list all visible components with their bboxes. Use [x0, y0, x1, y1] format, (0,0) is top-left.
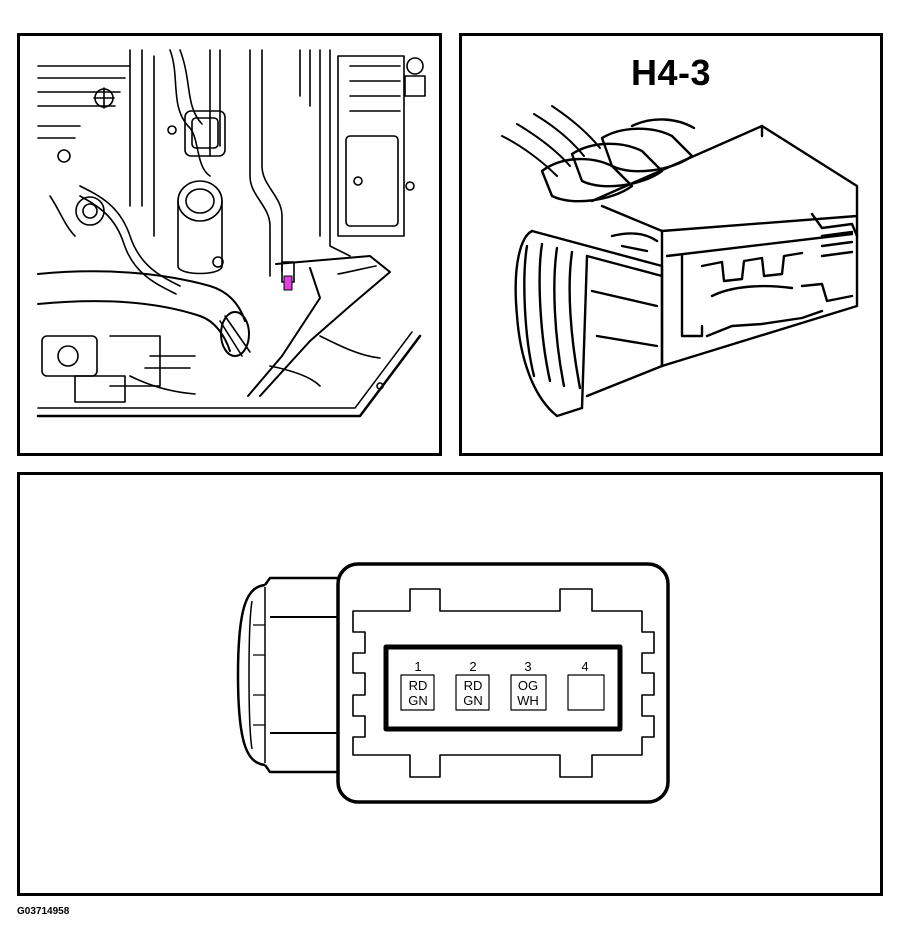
pin-1-wire-color-bottom: GN: [408, 693, 428, 708]
pin-1: 1 RD GN: [400, 659, 435, 711]
pin-1-cavity: [400, 674, 435, 711]
pin-2-wire-color-bottom: GN: [463, 693, 483, 708]
engine-bay-illustration: [36, 49, 426, 418]
engine-bay-location-panel: [17, 33, 442, 456]
pin-3-number: 3: [524, 659, 531, 674]
pin-3-wire-color-bottom: WH: [517, 693, 539, 708]
pin-3-wire-color-top: OG: [518, 678, 538, 693]
connector-3d-illustration: [501, 105, 859, 418]
pin-2: 2 RD GN: [455, 659, 490, 711]
connector-location-highlight: [283, 275, 293, 291]
connector-pinout-panel: 1 RD GN 2 RD GN 3 OG WH 4: [17, 472, 883, 896]
connector-title: H4-3: [630, 52, 712, 93]
pin-1-number: 1: [414, 659, 421, 674]
connector-face-diagram: 1 RD GN 2 RD GN 3 OG WH 4: [236, 562, 670, 804]
pin-4-number: 4: [581, 659, 588, 674]
connector-perspective-panel: H4-3: [459, 33, 883, 456]
pin-3: 3 OG WH: [510, 659, 547, 711]
pin-2-wire-color-top: RD: [464, 678, 483, 693]
pin-1-wire-color-top: RD: [409, 678, 428, 693]
pin-2-cavity: [455, 674, 490, 711]
figure-id: G03714958: [17, 906, 70, 917]
pin-4-cavity: [567, 674, 605, 711]
pin-2-number: 2: [469, 659, 476, 674]
pin-4: 4: [567, 659, 605, 711]
pin-3-cavity: [510, 674, 547, 711]
